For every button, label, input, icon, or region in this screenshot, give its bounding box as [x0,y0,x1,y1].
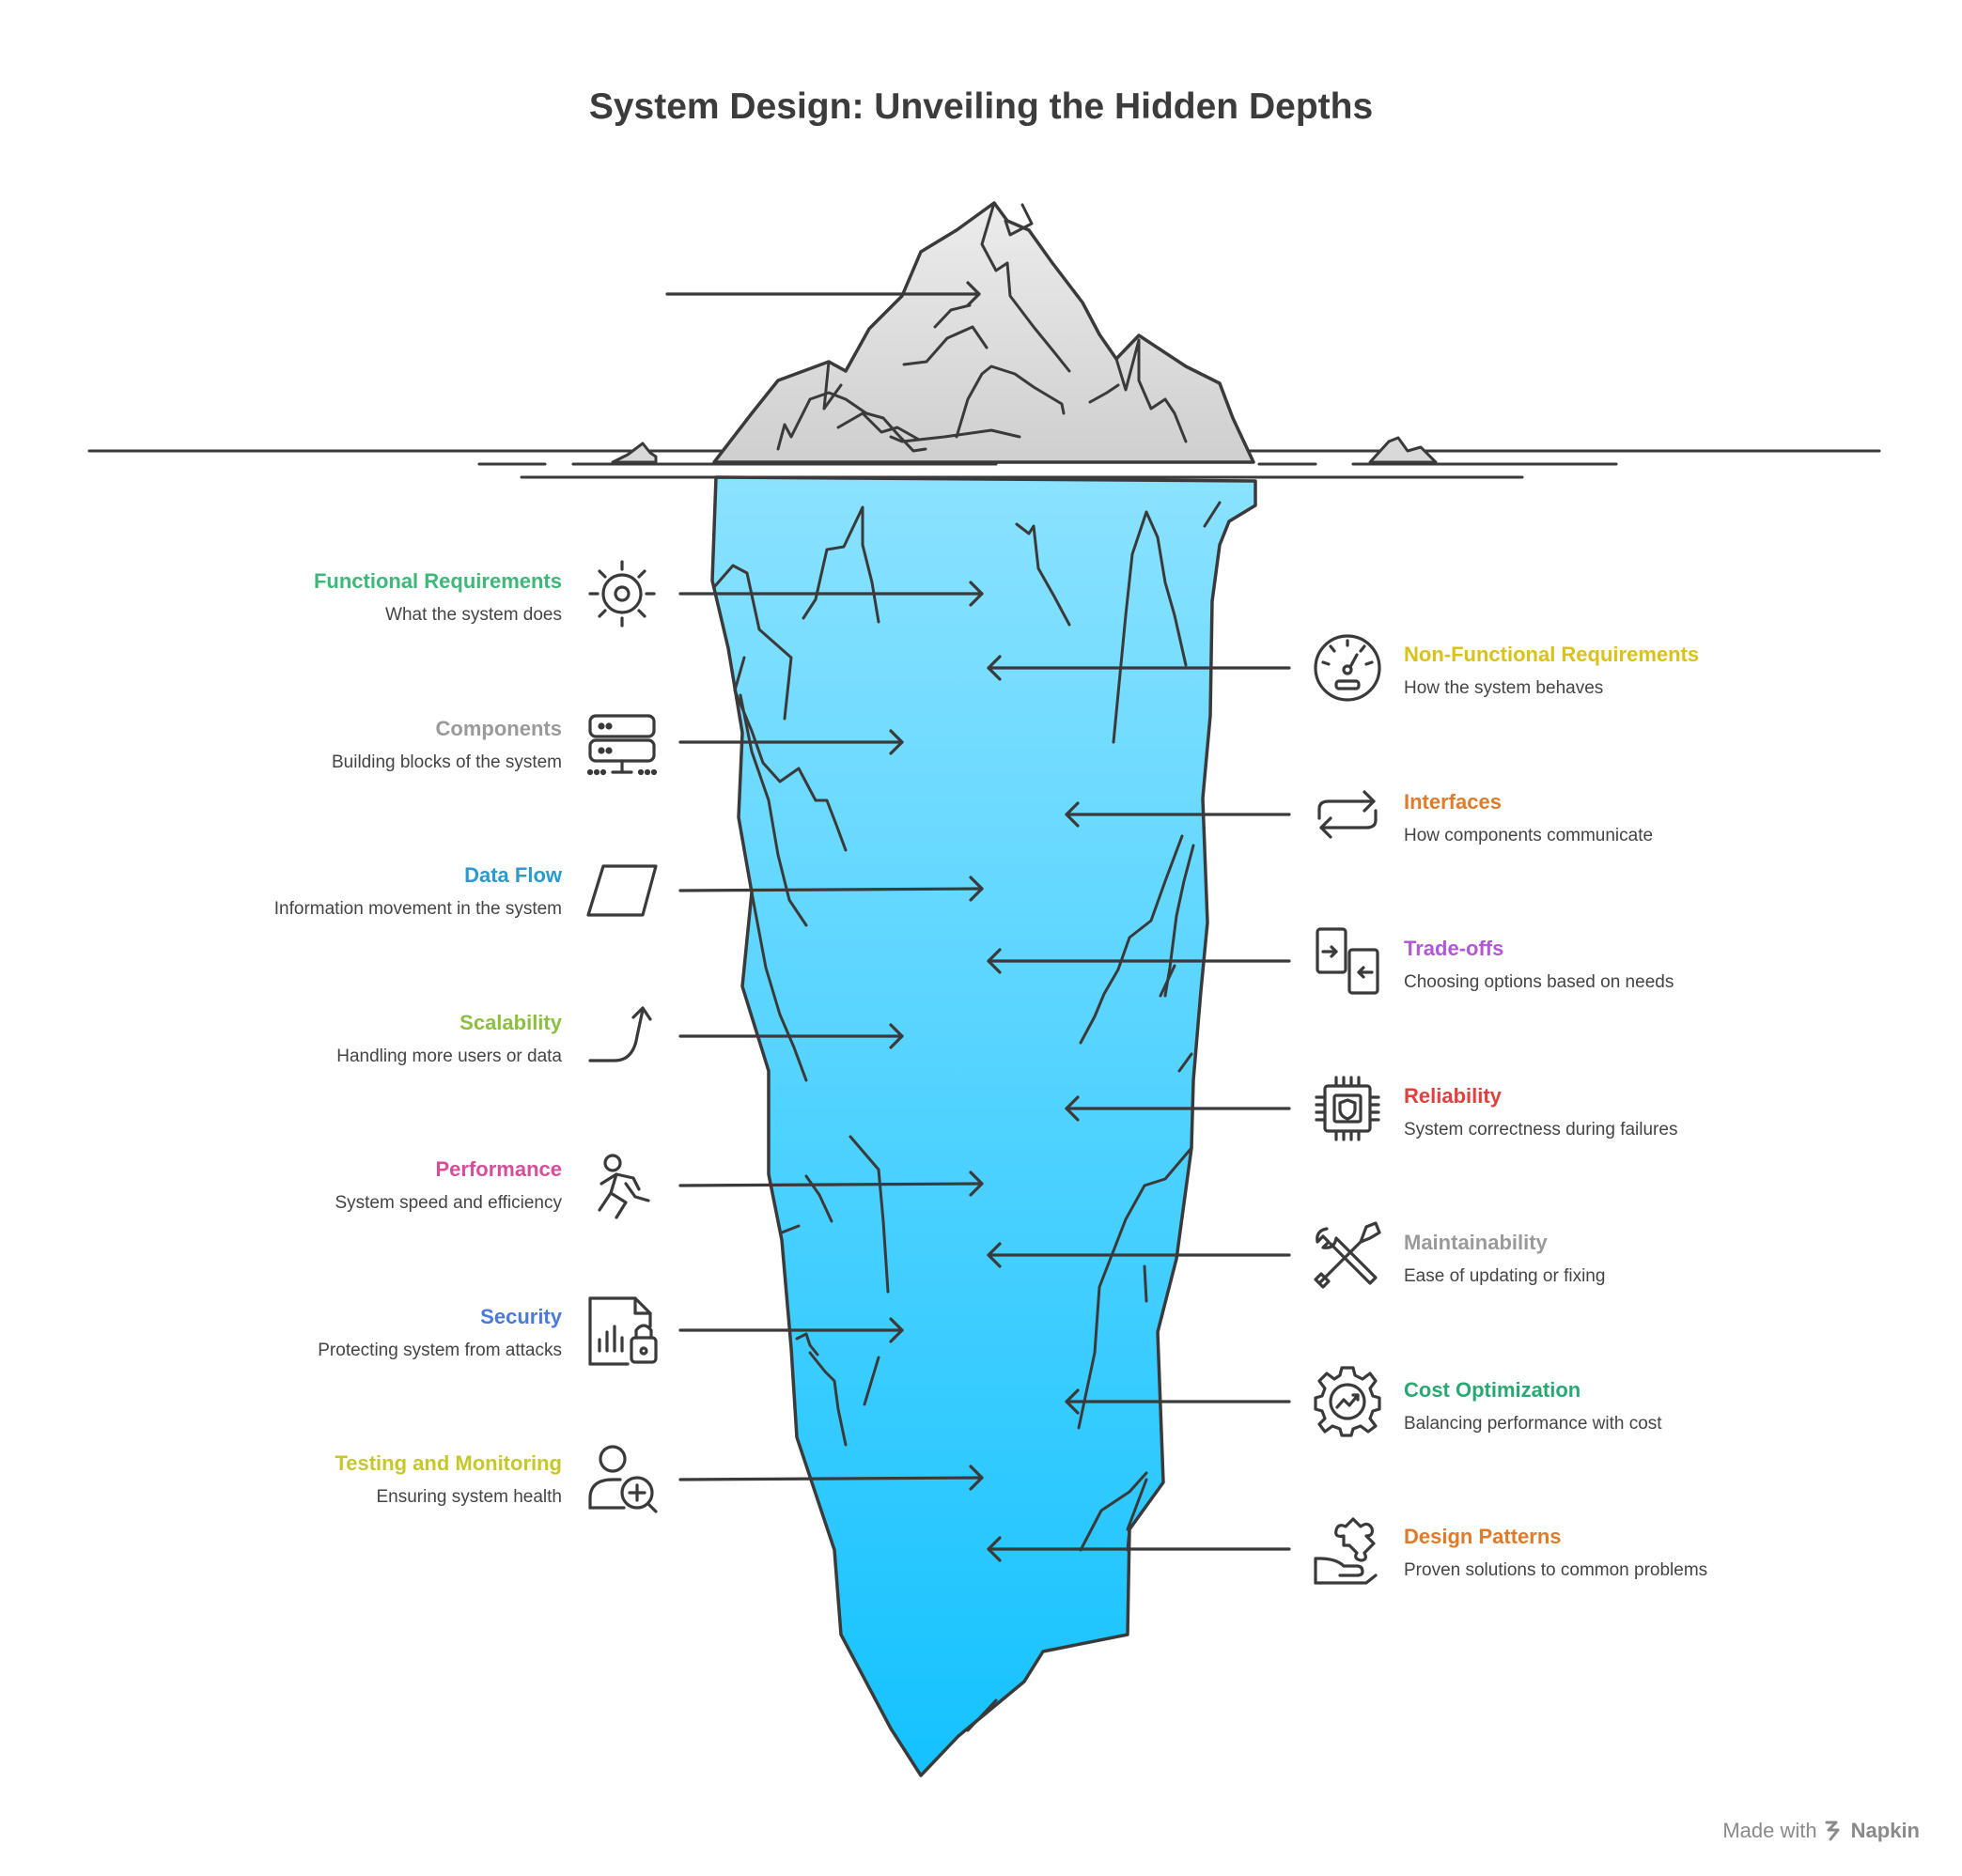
item-components: Components Building blocks of the system [36,716,562,775]
gear-sun-icon [588,560,656,628]
item-description: Balancing performance with cost [1404,1414,1662,1434]
iceberg-tip-cracks [776,201,1188,453]
iceberg-underwater-cracks [712,501,1222,1732]
arrow-cost-optimization [1065,1388,1291,1415]
item-label: Performance [435,1157,562,1181]
arrow-scalability [678,1023,904,1049]
item-description: How components communicate [1404,826,1654,845]
arrow-design-patterns [987,1536,1291,1562]
item-description: Choosing options based on needs [1404,972,1674,992]
item-scalability: Scalability Handling more users or data [36,1010,562,1069]
item-description: Ease of updating or fixing [1404,1266,1606,1286]
item-maintainability: Maintainability Ease of updating or fixi… [1404,1230,1930,1289]
exchange-arrows-icon [1317,790,1378,839]
arrow-security [678,1317,904,1343]
item-description: Protecting system from attacks [318,1341,562,1360]
item-description: Handling more users or data [336,1047,562,1066]
iceberg-underwater [710,475,1257,1777]
item-description: Building blocks of the system [331,752,562,772]
item-security: Security Protecting system from attacks [36,1304,562,1363]
server-icon [586,714,658,776]
made-with-napkin-badge[interactable]: Made with Napkin [1722,1819,1920,1843]
item-label: Functional Requirements [313,569,562,593]
item-description: Ensuring system health [376,1487,563,1507]
gauge-icon [1314,634,1381,702]
parallelogram-icon [586,864,658,917]
item-trade-offs: Trade-offs Choosing options based on nee… [1404,936,1930,995]
item-label: Components [435,717,562,740]
item-description: System speed and efficiency [335,1193,562,1213]
compare-icon [1316,927,1379,995]
footer-prefix: Made with [1722,1819,1817,1842]
arrow-maintainability [987,1242,1291,1268]
item-label: Trade-offs [1404,937,1504,960]
item-label: Reliability [1404,1084,1502,1108]
arrow-testing-and-monitoring [678,1465,984,1491]
arrow-interfaces [1065,801,1291,828]
curve-arrow-icon [588,1006,652,1062]
arrow-performance [678,1171,984,1197]
item-performance: Performance System speed and efficiency [36,1156,562,1216]
arrow-reliability [1065,1095,1291,1122]
item-description: Proven solutions to common problems [1404,1560,1708,1580]
item-label: Maintainability [1404,1231,1548,1254]
item-design-patterns: Design Patterns Proven solutions to comm… [1404,1524,1930,1583]
napkin-logo-icon [1825,1821,1840,1841]
item-label: Interfaces [1404,790,1502,814]
item-interfaces: Interfaces How components communicate [1404,789,1930,848]
gear-chart-icon [1314,1366,1381,1437]
arrow-data-flow [678,876,984,902]
arrow-functional-requirements [678,581,984,607]
small-ice-chunk-right [1368,436,1438,464]
runner-icon [598,1154,650,1219]
puzzle-hand-icon [1314,1517,1378,1585]
item-cost-optimization: Cost Optimization Balancing performance … [1404,1377,1930,1436]
small-ice-chunk-left [611,442,658,464]
item-label: Scalability [459,1011,562,1034]
item-label: Security [480,1305,562,1328]
item-label: Non-Functional Requirements [1404,643,1700,666]
arrow-non-functional-requirements [987,655,1291,681]
item-description: How the system behaves [1404,678,1604,698]
item-reliability: Reliability System correctness during fa… [1404,1083,1930,1142]
item-functional-requirements: Functional Requirements What the system … [36,568,562,628]
iceberg-tip [712,201,1255,464]
item-non-functional-requirements: Non-Functional Requirements How the syst… [1404,642,1930,701]
item-label: Design Patterns [1404,1525,1562,1548]
arrow-components [678,729,904,755]
item-data-flow: Data Flow Information movement in the sy… [36,862,562,922]
item-label: Cost Optimization [1404,1378,1581,1402]
item-label: Data Flow [464,863,562,887]
item-testing-and-monitoring: Testing and Monitoring Ensuring system h… [36,1450,562,1510]
locked-file-icon [588,1296,658,1366]
user-search-icon [588,1445,658,1513]
item-description: Information movement in the system [273,899,562,919]
item-label: Testing and Monitoring [335,1451,562,1475]
item-description: System correctness during failures [1404,1120,1678,1140]
tools-icon [1314,1221,1381,1289]
pointer-arrows [665,281,1291,1562]
footer-brand: Napkin [1850,1819,1920,1842]
arrow-top [665,281,981,307]
item-description: What the system does [385,605,562,625]
diagram-title: System Design: Unveiling the Hidden Dept… [588,86,1374,127]
arrow-trade-offs [987,948,1291,974]
chip-shield-icon [1315,1076,1380,1141]
